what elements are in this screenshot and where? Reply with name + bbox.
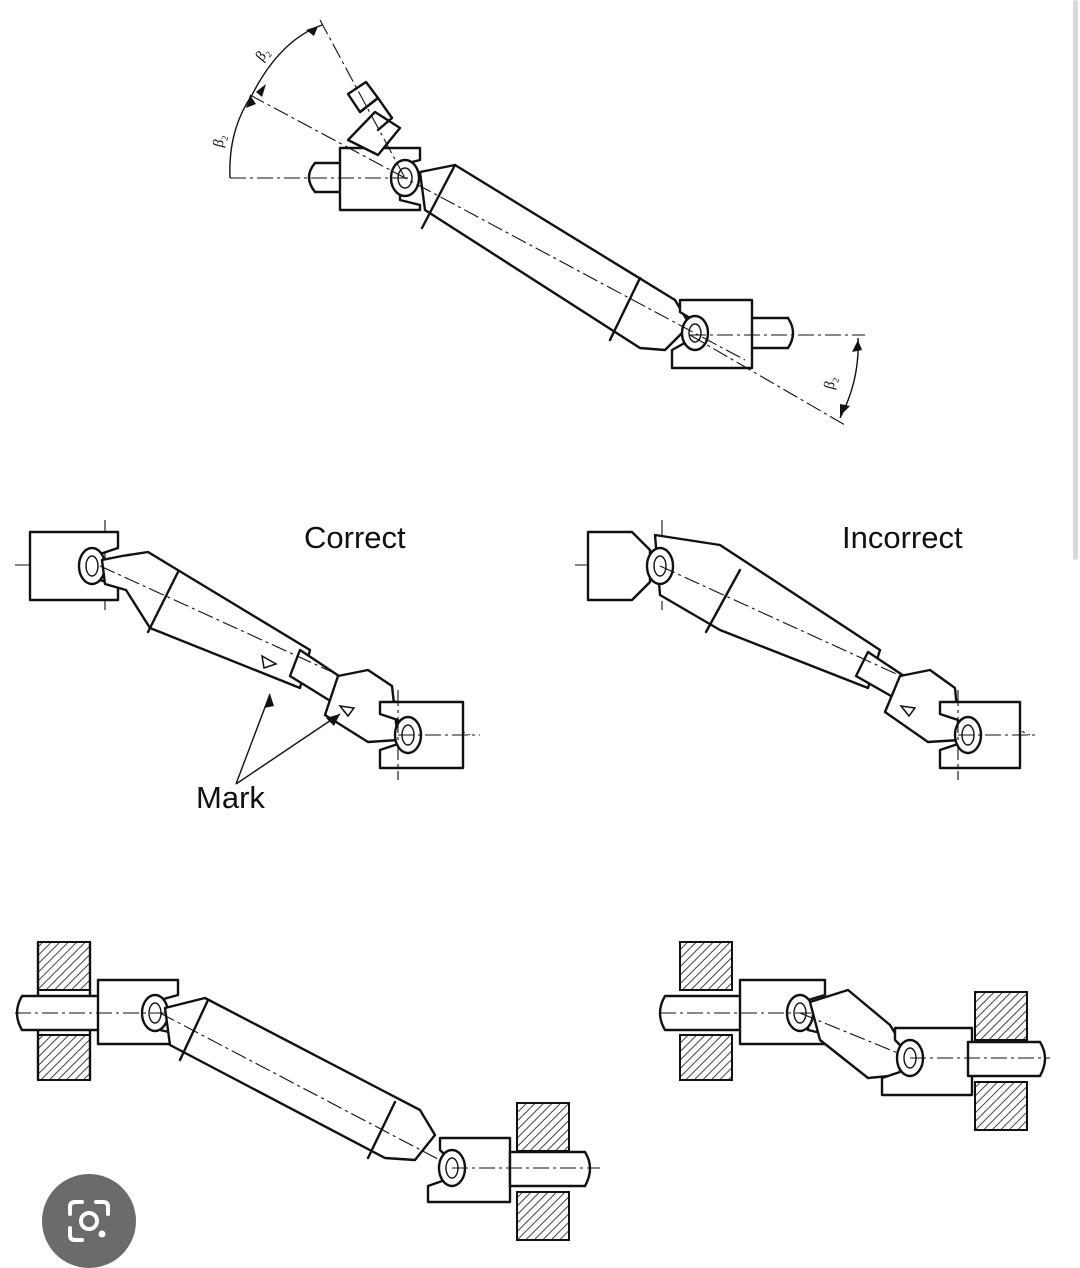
bottom-left-installation-figure: [15, 940, 600, 1241]
angle-label-left: β₂: [210, 132, 229, 149]
mark-label: Mark: [196, 780, 265, 815]
correct-assembly-figure: [15, 520, 480, 785]
incorrect-shaft-body: [653, 533, 882, 690]
google-lens-button[interactable]: [42, 1174, 136, 1268]
angle-label-upper: β₂: [253, 44, 274, 64]
correct-label: Correct: [304, 520, 406, 555]
angle-arc-left: [229, 94, 253, 179]
top-shaft-body: [418, 163, 692, 352]
incorrect-assembly-figure: [575, 520, 1035, 780]
incorrect-label: Incorrect: [842, 520, 963, 555]
scrollbar[interactable]: [1073, 0, 1078, 560]
top-figure-angle-definition: β₂ β₂ β₂: [210, 19, 865, 426]
bottom-right-installation-figure: [658, 941, 1050, 1131]
bottom-right-shaft-body: [808, 988, 907, 1080]
correct-shaft-body: [100, 550, 312, 690]
google-lens-icon: [68, 1200, 110, 1242]
angle-label-right: β₂: [821, 374, 840, 391]
bottom-left-shaft-body: [163, 996, 437, 1162]
